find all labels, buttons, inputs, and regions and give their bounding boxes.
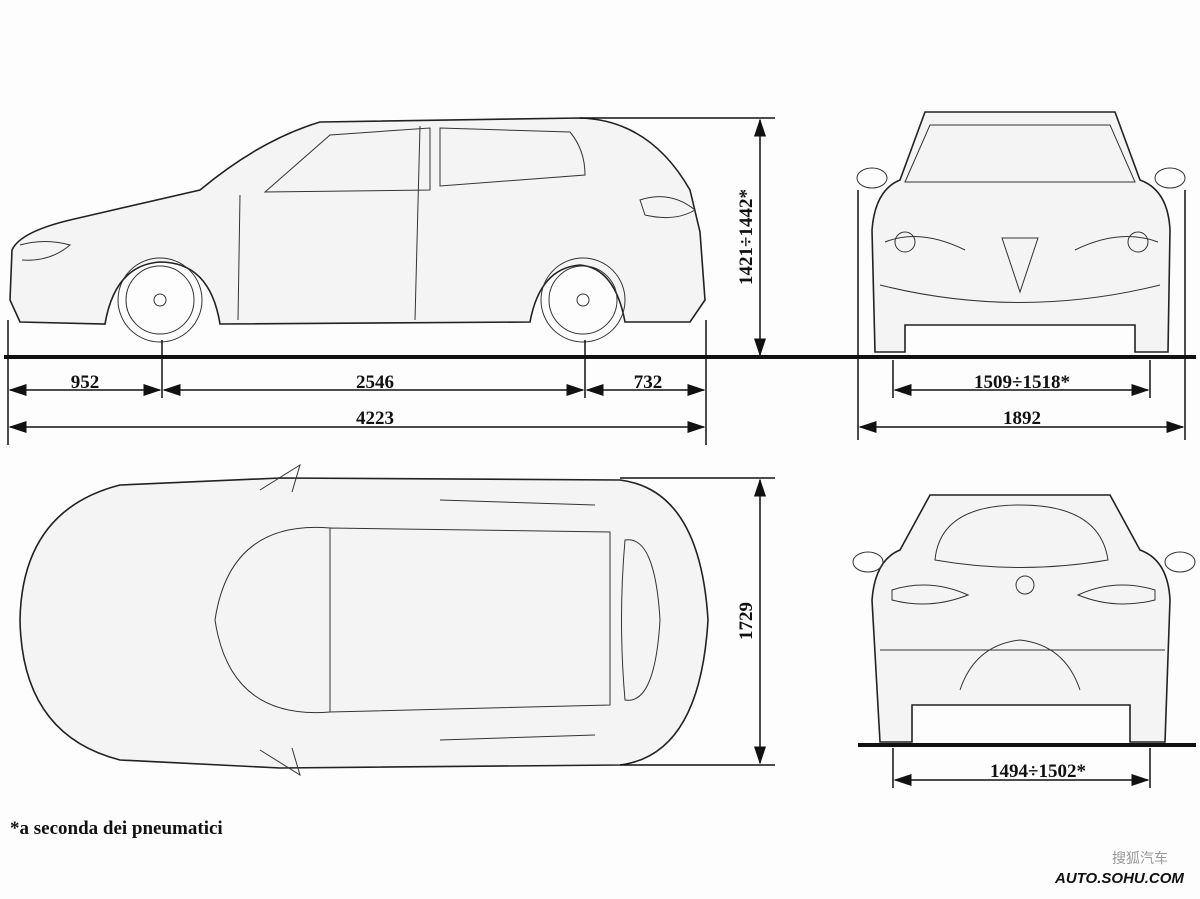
side-dimension-lines (7, 117, 775, 445)
front-track-label: 1509÷1518* (974, 372, 1070, 393)
front-overhang-label: 952 (71, 372, 100, 393)
length-label: 4223 (356, 408, 394, 429)
front-view-car (856, 111, 1186, 353)
top-dimension-lines (620, 477, 775, 766)
rear-view-car (852, 494, 1196, 743)
tyre-footnote: *a seconda dei pneumatici (10, 818, 223, 839)
rear-dimension-lines (892, 748, 1151, 788)
rear-track-label: 1494÷1502* (990, 761, 1086, 782)
body-width-label: 1729 (736, 602, 757, 640)
width-label: 1892 (1003, 408, 1041, 429)
top-view-car (19, 463, 709, 777)
watermark-en: AUTO.SOHU.COM (1055, 870, 1184, 887)
wheelbase-label: 2546 (356, 372, 394, 393)
watermark-cn: 搜狐汽车 (1112, 851, 1168, 867)
height-label: 1421÷1442* (736, 189, 757, 285)
side-view-car (9, 117, 706, 343)
front-dimension-lines (857, 190, 1186, 440)
rear-overhang-label: 732 (634, 372, 663, 393)
